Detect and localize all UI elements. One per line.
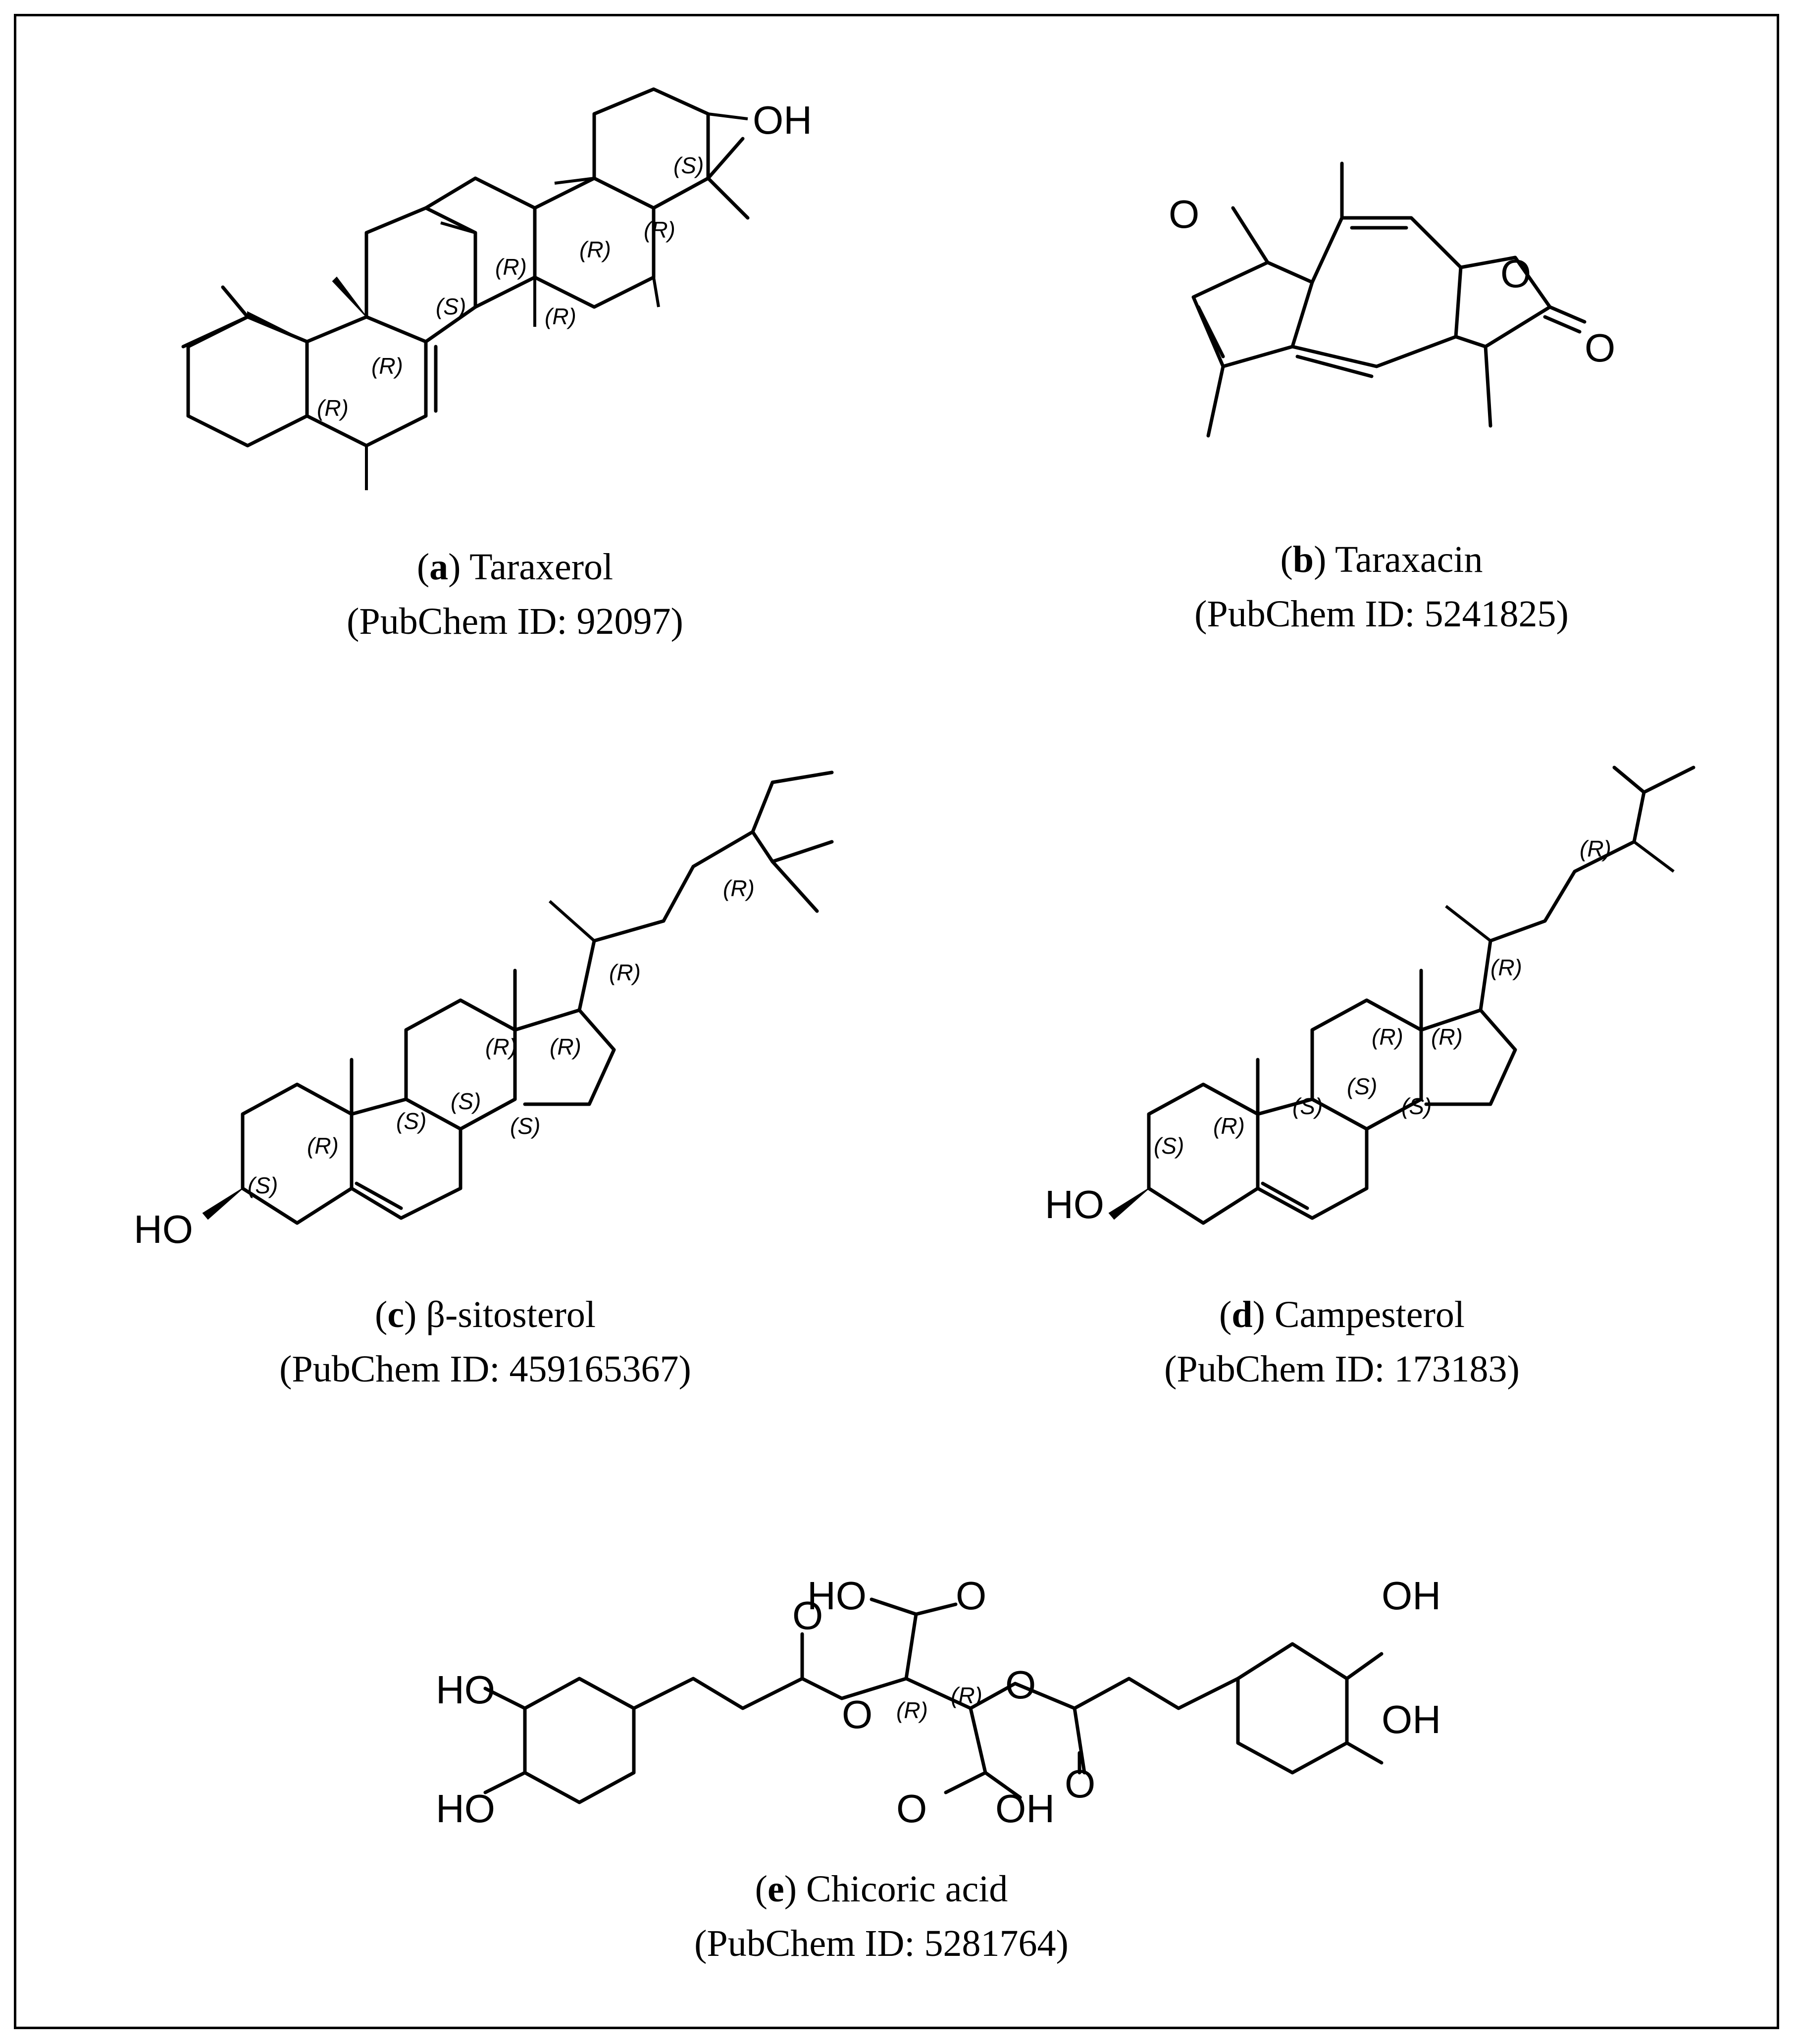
stereo-label: (R) xyxy=(1372,1024,1403,1050)
chicoric-ho-label-2: HO xyxy=(436,1787,495,1831)
stereo-label: (R) xyxy=(723,875,755,901)
panel-letter: c xyxy=(387,1294,405,1335)
stereo-label: (R) xyxy=(485,1034,517,1060)
pubchem-id: (PubChem ID: 173183) xyxy=(1164,1348,1520,1390)
stereo-label: (S) xyxy=(451,1088,481,1114)
chicoric-ring-o-1: O xyxy=(842,1692,872,1737)
panel-letter: d xyxy=(1232,1294,1253,1335)
taraxerol-oh-label: OH xyxy=(753,98,812,142)
taraxerol-structure: OH (S) (R) (R) (R) (S) (R) (R) (R) xyxy=(181,87,812,490)
stereo-label: (S) xyxy=(1292,1093,1323,1119)
stereo-label: (S) xyxy=(1347,1073,1377,1099)
stereo-label: (R) xyxy=(579,237,611,262)
chicoric-acid-o-1: O xyxy=(956,1574,986,1618)
chicoric-acid-o-2: O xyxy=(896,1787,927,1831)
taraxacin-ring-o: O xyxy=(1500,252,1531,296)
chicoric-ester-o-2: O xyxy=(1065,1762,1095,1806)
compound-name: Taraxerol xyxy=(469,546,614,588)
stereo-label: (R) xyxy=(1431,1024,1463,1050)
compound-name: Chicoric acid xyxy=(806,1868,1008,1910)
stereo-label: (R) xyxy=(545,304,576,329)
chicoric-ho-label-1: HO xyxy=(436,1668,495,1712)
caption-title: (c) β-sitosterol xyxy=(375,1294,596,1335)
pubchem-id: (PubChem ID: 92097) xyxy=(347,601,683,642)
campesterol-structure: HO (S) (R) (S) (S) (S) (R) (R) (R) (R) xyxy=(1045,766,1695,1226)
panel-letter: a xyxy=(429,546,449,588)
stereo-label: (R) xyxy=(896,1697,928,1723)
stereo-label: (R) xyxy=(1213,1113,1245,1139)
stereo-label: (R) xyxy=(644,217,675,243)
stereo-label: (R) xyxy=(609,960,641,985)
caption-title: (e) Chicoric acid xyxy=(755,1868,1008,1910)
stereo-label: (S) xyxy=(436,294,466,319)
caption-chicoric-acid: (e) Chicoric acid (PubChem ID: 5281764) xyxy=(584,1862,1179,1971)
caption-title: (a) Taraxerol xyxy=(416,546,614,588)
taraxacin-ketone-o: O xyxy=(1169,192,1199,236)
taraxacin-structure: O O O xyxy=(1169,161,1615,438)
caption-taraxerol: (a) Taraxerol (PubChem ID: 92097) xyxy=(218,540,812,649)
sitosterol-ho-label: HO xyxy=(134,1207,193,1251)
stereo-label: (S) xyxy=(510,1113,540,1139)
figure-frame xyxy=(14,14,1779,2029)
compound-name: Taraxacin xyxy=(1335,539,1483,580)
chicoric-ester-o-1: O xyxy=(792,1593,823,1637)
chicoric-acid-ho-label: HO xyxy=(807,1574,867,1618)
caption-title: (b) Taraxacin xyxy=(1280,539,1483,580)
taraxacin-lactone-o: O xyxy=(1585,326,1615,370)
stereo-label: (S) xyxy=(1401,1093,1432,1119)
stereo-label: (S) xyxy=(1154,1133,1184,1159)
caption-campesterol: (d) Campesterol (PubChem ID: 173183) xyxy=(1045,1287,1639,1396)
pubchem-id: (PubChem ID: 459165367) xyxy=(279,1348,691,1390)
sitosterol-structure: HO (S) (R) (S) (S) (S) (R) (R) (R) (R) xyxy=(134,770,834,1251)
stereo-label: (R) xyxy=(951,1683,982,1708)
pubchem-id: (PubChem ID: 5281764) xyxy=(694,1923,1069,1964)
stereo-label: (S) xyxy=(396,1108,426,1134)
chicoric-oh-label-1: OH xyxy=(1382,1574,1441,1618)
stereo-label: (R) xyxy=(371,353,403,379)
stereo-label: (S) xyxy=(248,1173,278,1198)
panel-letter: e xyxy=(767,1868,784,1910)
stereo-label: (R) xyxy=(550,1034,581,1060)
chicoric-acid-structure: HO HO O O HO O O O O OH OH OH (R) (R) xyxy=(436,1574,1441,1831)
caption-taraxacin: (b) Taraxacin (PubChem ID: 5241825) xyxy=(1084,532,1679,641)
chicoric-ring-o-2: O xyxy=(1005,1663,1036,1707)
chicoric-acid-oh-label: OH xyxy=(995,1787,1055,1831)
stereo-label: (R) xyxy=(1490,955,1522,980)
pubchem-id: (PubChem ID: 5241825) xyxy=(1194,593,1569,635)
campesterol-ho-label: HO xyxy=(1045,1182,1104,1226)
panel-letter: b xyxy=(1292,539,1314,580)
caption-sitosterol: (c) β-sitosterol (PubChem ID: 459165367) xyxy=(188,1287,782,1396)
stereo-label: (R) xyxy=(307,1133,339,1159)
stereo-label: (R) xyxy=(317,395,349,421)
chicoric-oh-label-2: OH xyxy=(1382,1697,1441,1741)
compound-name: Campesterol xyxy=(1274,1294,1465,1335)
compound-name: β-sitosterol xyxy=(426,1294,596,1335)
stereo-label: (R) xyxy=(1580,836,1611,862)
stereo-label: (R) xyxy=(495,254,527,280)
caption-title: (d) Campesterol xyxy=(1219,1294,1465,1335)
stereo-label: (S) xyxy=(673,153,704,178)
